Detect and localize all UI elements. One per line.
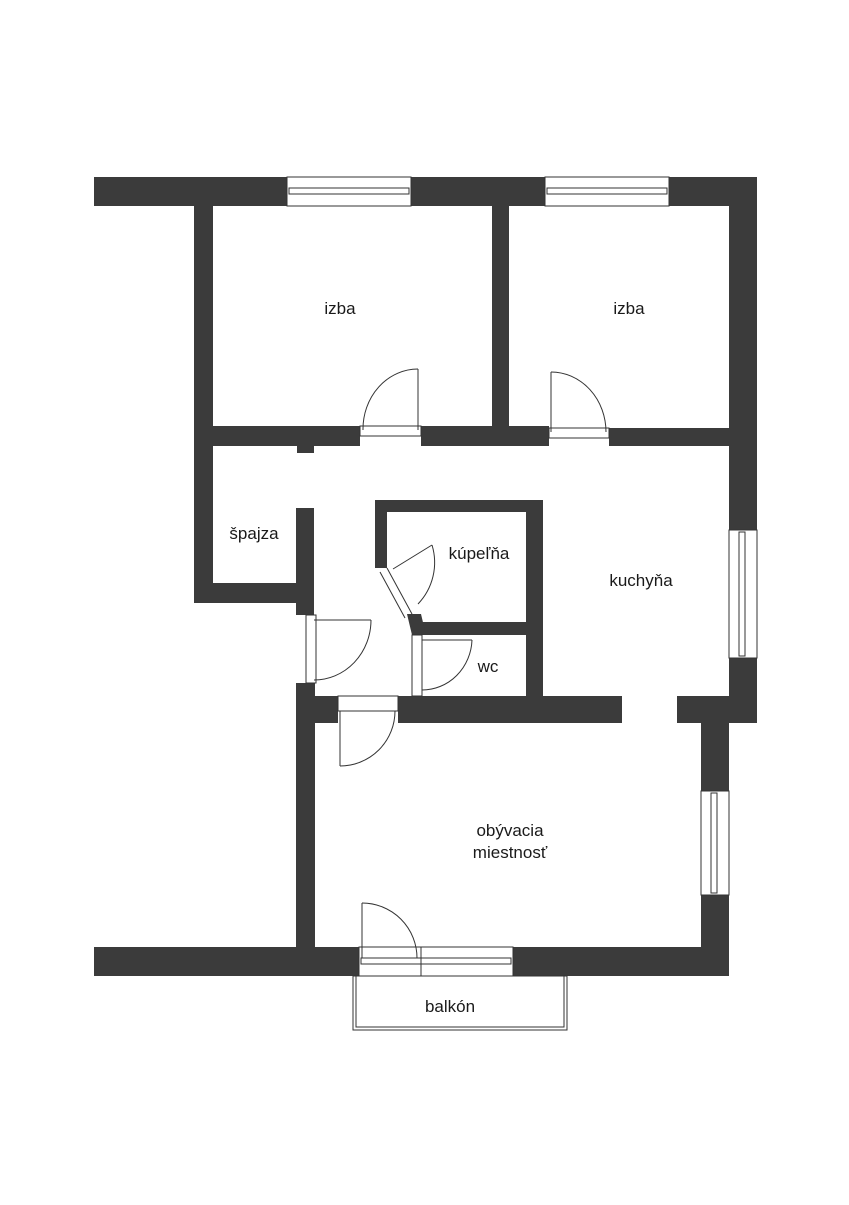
room-label-kuchyna: kuchyňa bbox=[609, 571, 673, 590]
room-label-spajza: špajza bbox=[229, 524, 279, 543]
room-label-obyvacia-miestnost: obývacia miestnosť bbox=[450, 820, 570, 864]
room-label-obyvacia-line2: miestnosť bbox=[472, 843, 548, 862]
wall-corridor-a bbox=[213, 426, 360, 446]
wall-bath-right bbox=[526, 500, 543, 705]
wall-top-middle bbox=[411, 177, 545, 206]
wall-bath-wc-divider bbox=[412, 622, 532, 635]
wall-bottom-right bbox=[513, 947, 729, 976]
wall-right-lower-a bbox=[701, 696, 729, 791]
room-label-balkon: balkón bbox=[424, 997, 476, 1016]
wall-spajza-right bbox=[296, 508, 314, 615]
wall-bath-top bbox=[375, 500, 543, 512]
doors bbox=[305, 368, 610, 959]
wall-izba-divider bbox=[492, 205, 509, 445]
wall-corridor-c bbox=[609, 428, 757, 446]
wall-bottom-left bbox=[94, 947, 359, 976]
wall-stub bbox=[297, 444, 314, 453]
wall-living-door-frame-l bbox=[296, 696, 338, 723]
room-label-obyvacia-line1: obývacia bbox=[476, 821, 544, 840]
wall-wc-bottom bbox=[412, 696, 543, 706]
wall-left-vertical bbox=[194, 205, 213, 603]
room-label-izba-right: izba bbox=[613, 299, 645, 318]
room-label-kupelna: kúpeľňa bbox=[448, 544, 510, 563]
wall-corridor-b bbox=[421, 426, 549, 446]
wall-living-left bbox=[296, 683, 315, 953]
wall-bath-left bbox=[375, 500, 387, 568]
windows bbox=[286, 176, 758, 1031]
wall-top-left bbox=[94, 177, 287, 206]
walls bbox=[94, 177, 757, 976]
room-label-wc: wc bbox=[477, 657, 499, 676]
wall-right-upper bbox=[729, 177, 757, 530]
room-label-izba-left: izba bbox=[324, 299, 356, 318]
wall-bath-corner bbox=[407, 614, 426, 635]
wall-spajza-bottom bbox=[194, 583, 314, 603]
